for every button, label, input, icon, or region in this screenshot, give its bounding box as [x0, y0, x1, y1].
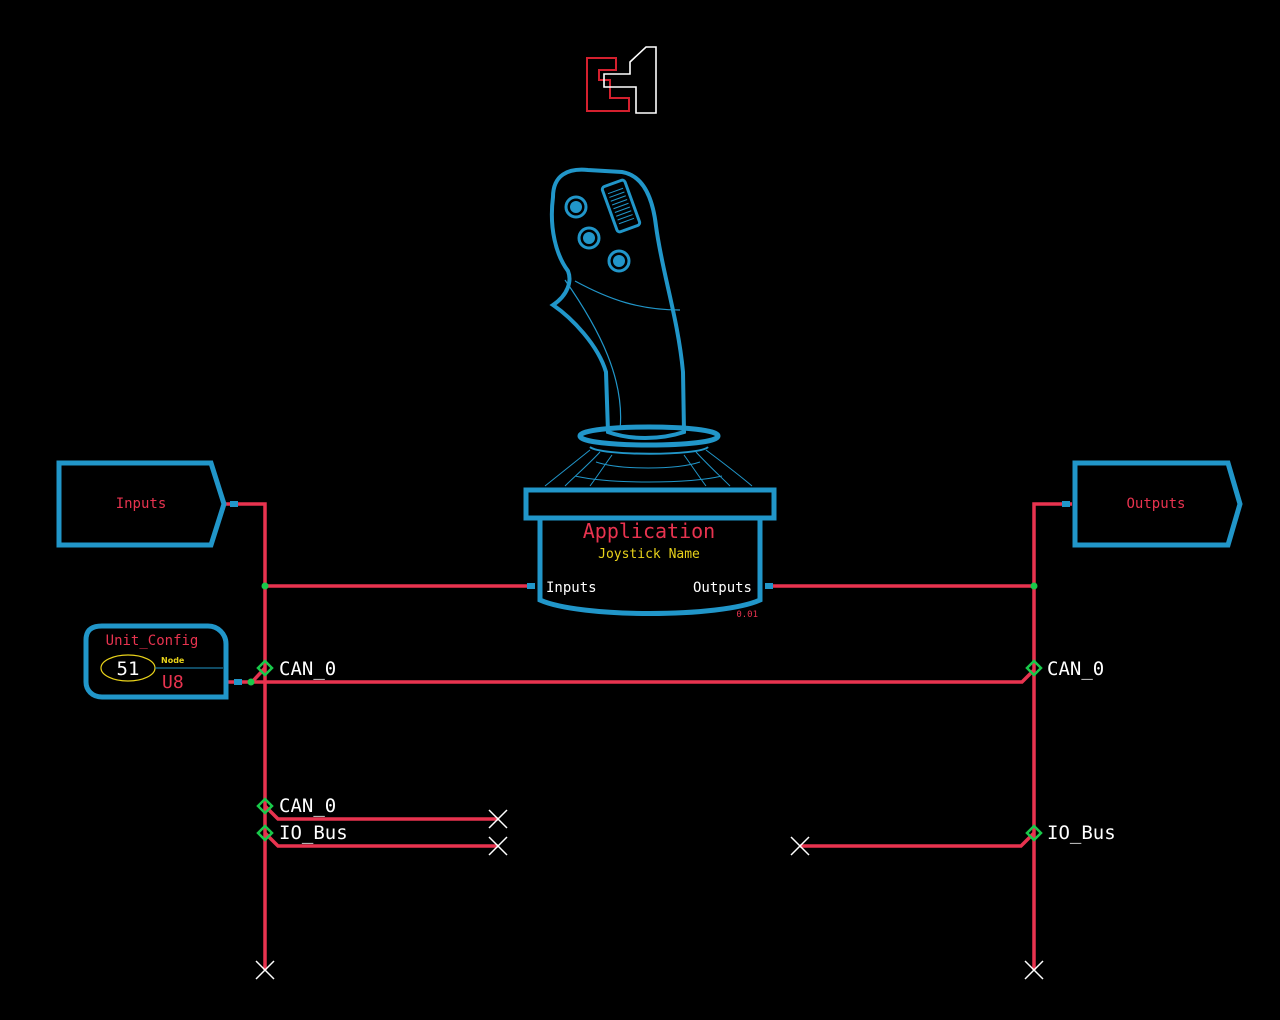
- wire-io-stub-right: [800, 831, 1036, 848]
- wire-can-main: [226, 668, 1036, 684]
- junction-dot-icon: [1030, 582, 1038, 590]
- application-subtitle: Joystick Name: [598, 547, 700, 562]
- inputs-block[interactable]: Inputs: [56, 460, 238, 548]
- inputs-block-label: Inputs: [116, 496, 167, 512]
- application-title: Application: [583, 519, 715, 543]
- terminators: [255, 809, 1044, 980]
- unit-config-block[interactable]: Unit_Config 51 Node U8: [83, 623, 242, 700]
- port-connectors: [256, 659, 1043, 842]
- port-diamond-icon: [256, 824, 274, 842]
- wire-left-bus: [226, 502, 267, 970]
- unit-config-node-label: Node: [161, 656, 185, 665]
- application-version: 0.01: [736, 610, 758, 620]
- wire-right-bus: [1032, 502, 1072, 970]
- e1-logo: [586, 46, 657, 114]
- port-label-left-can-bottom[interactable]: CAN_0: [279, 795, 336, 817]
- unit-config-type: U8: [162, 672, 184, 693]
- port-diamond-icon: [256, 797, 274, 815]
- port-diamond-icon: [1025, 659, 1043, 677]
- junctions: [247, 582, 1038, 686]
- port-label-left-can-top[interactable]: CAN_0: [279, 658, 336, 680]
- x-terminator-icon: [488, 836, 508, 856]
- application-port-outputs[interactable]: Outputs: [693, 580, 752, 596]
- outputs-block[interactable]: Outputs: [1062, 460, 1243, 548]
- junction-dot-icon: [261, 582, 269, 590]
- wires: [226, 502, 1072, 970]
- x-terminator-icon: [488, 809, 508, 829]
- port-label-right-can[interactable]: CAN_0: [1047, 658, 1104, 680]
- port-label-left-io-bus[interactable]: IO_Bus: [279, 822, 348, 844]
- application-block[interactable]: Application Joystick Name Inputs Outputs…: [523, 487, 777, 620]
- application-port-inputs[interactable]: Inputs: [546, 580, 597, 596]
- unit-config-title: Unit_Config: [106, 633, 199, 649]
- port-diamond-icon: [1025, 824, 1043, 842]
- x-terminator-icon: [255, 960, 275, 980]
- joystick-icon: [544, 167, 753, 487]
- x-terminator-icon: [1024, 960, 1044, 980]
- junction-dot-icon: [247, 678, 255, 686]
- port-labels: CAN_0 CAN_0 IO_Bus CAN_0 IO_Bus: [279, 658, 1116, 844]
- port-label-right-io-bus[interactable]: IO_Bus: [1047, 822, 1116, 844]
- outputs-block-label: Outputs: [1126, 496, 1185, 512]
- x-terminator-icon: [790, 836, 810, 856]
- port-diamond-icon: [256, 659, 274, 677]
- unit-config-value[interactable]: 51: [117, 658, 140, 680]
